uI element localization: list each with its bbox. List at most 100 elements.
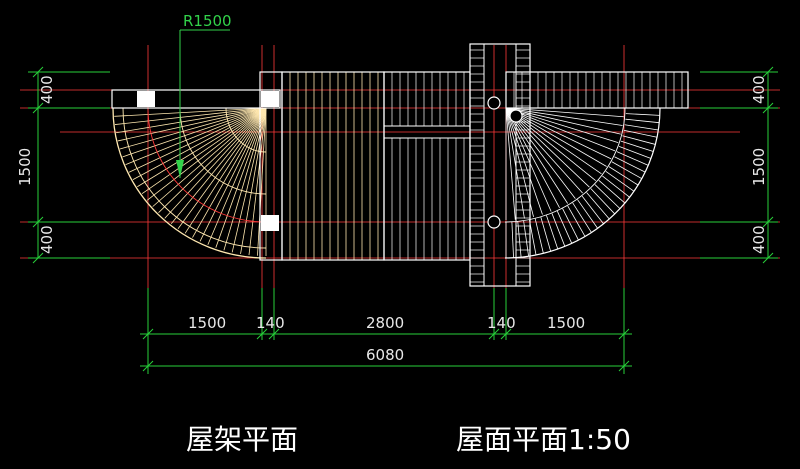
tile-line (534, 218, 544, 254)
dimension-right-mid: 1500 (750, 148, 768, 186)
rafter-line (146, 107, 267, 201)
tile-line (611, 161, 643, 180)
tile-line (625, 118, 660, 124)
inner-arc-4 (225, 107, 267, 153)
dimension-left-mid: 1500 (16, 148, 34, 186)
outer-arc (112, 107, 267, 259)
inner-arc-1 (122, 107, 267, 249)
tile-line (586, 192, 610, 220)
radial-rafters (114, 107, 267, 256)
rafter-line (177, 107, 267, 229)
title-roof-plan: 屋面平面1:50 (456, 423, 631, 456)
tile-line (523, 220, 529, 257)
tile-line (551, 213, 566, 247)
dimension-bottom-1: 1500 (188, 314, 226, 332)
rafter-line (125, 107, 267, 166)
rafter-line (117, 107, 267, 142)
rafter-line (132, 107, 267, 180)
inner-arc-3 (179, 107, 267, 195)
rafter-line (505, 107, 619, 143)
tile-line (556, 210, 573, 244)
rafter-line (240, 107, 267, 254)
circle-pin-icon (487, 215, 501, 229)
rafter-line (207, 107, 267, 245)
tile-line (618, 146, 652, 159)
rafter-line (141, 107, 267, 194)
dimension-right-bottom: 400 (750, 225, 768, 254)
rafter-line (505, 107, 576, 199)
rafter-line (137, 107, 267, 188)
circle-pin-icon (487, 96, 501, 110)
tile-line (616, 151, 649, 166)
right-dimension-chain (700, 66, 778, 264)
radius-annotation: R1500 (176, 12, 232, 178)
arrow-down-icon (176, 160, 184, 178)
tile-line (623, 129, 658, 138)
rafter-line (128, 107, 267, 173)
dimension-bottom-5: 1500 (547, 314, 585, 332)
rafter-line (164, 107, 267, 219)
rafter-line (114, 107, 267, 125)
rafter-line (215, 107, 267, 248)
rafter-line (505, 107, 621, 135)
tile-line (622, 135, 656, 145)
tile-line (594, 184, 621, 210)
tile-line (605, 171, 635, 192)
rafter-line (122, 107, 267, 158)
tile-line (572, 202, 592, 233)
circle-pin-icon (509, 109, 523, 123)
tile-line (517, 221, 522, 258)
square-post-icon (261, 215, 279, 231)
rafter-line (199, 107, 267, 242)
tile-line (624, 124, 659, 131)
rafter-line (505, 107, 560, 208)
left-dimension-chain (28, 66, 110, 264)
roof-surface-plan (469, 43, 689, 287)
column-slats (470, 49, 530, 283)
rafter-line (505, 107, 552, 212)
radial-tiles (505, 107, 660, 258)
rafter-line (184, 107, 267, 234)
rafter-line (505, 107, 612, 160)
rafter-line (192, 107, 267, 238)
rafter-line (505, 107, 624, 118)
tile-line (577, 199, 599, 229)
bottom-dimension-chain (140, 288, 632, 374)
rafter-line (505, 107, 543, 215)
outer-arc-right (504, 107, 661, 259)
rafter-line (505, 107, 525, 219)
square-post-icon (261, 91, 279, 107)
ridge-beam (505, 71, 689, 109)
inner-arc-right (504, 107, 626, 223)
tile-line (562, 208, 579, 241)
tile-line (590, 188, 616, 215)
middle-panel-left (281, 71, 385, 261)
rafter-line (231, 107, 267, 253)
rafter-line (257, 107, 267, 256)
dimension-bottom-3: 2800 (366, 314, 404, 332)
rafter-line (158, 107, 267, 213)
rafter-line (248, 107, 267, 256)
tile-line (546, 215, 559, 250)
rafter-line (505, 107, 534, 218)
rafter-line (170, 107, 267, 224)
tile-line (625, 113, 660, 116)
rafter-line (505, 107, 616, 152)
column-core (483, 43, 517, 287)
dimension-left-top: 400 (38, 75, 56, 104)
roof-battens (289, 72, 379, 260)
tile-line (602, 175, 630, 198)
dimension-bottom-total: 6080 (366, 346, 404, 364)
middle-panel-right (383, 71, 471, 261)
tile-line (620, 140, 654, 152)
tile-line (567, 205, 586, 237)
title-roof-frame-plan: 屋架平面 (186, 423, 298, 456)
straight-roof-section (281, 71, 471, 261)
tile-line (581, 195, 605, 225)
panel-slats (391, 72, 465, 260)
rafter-line (223, 107, 267, 251)
rafter-line (505, 107, 516, 220)
rafter-line (116, 107, 267, 134)
tile-line (540, 216, 552, 252)
